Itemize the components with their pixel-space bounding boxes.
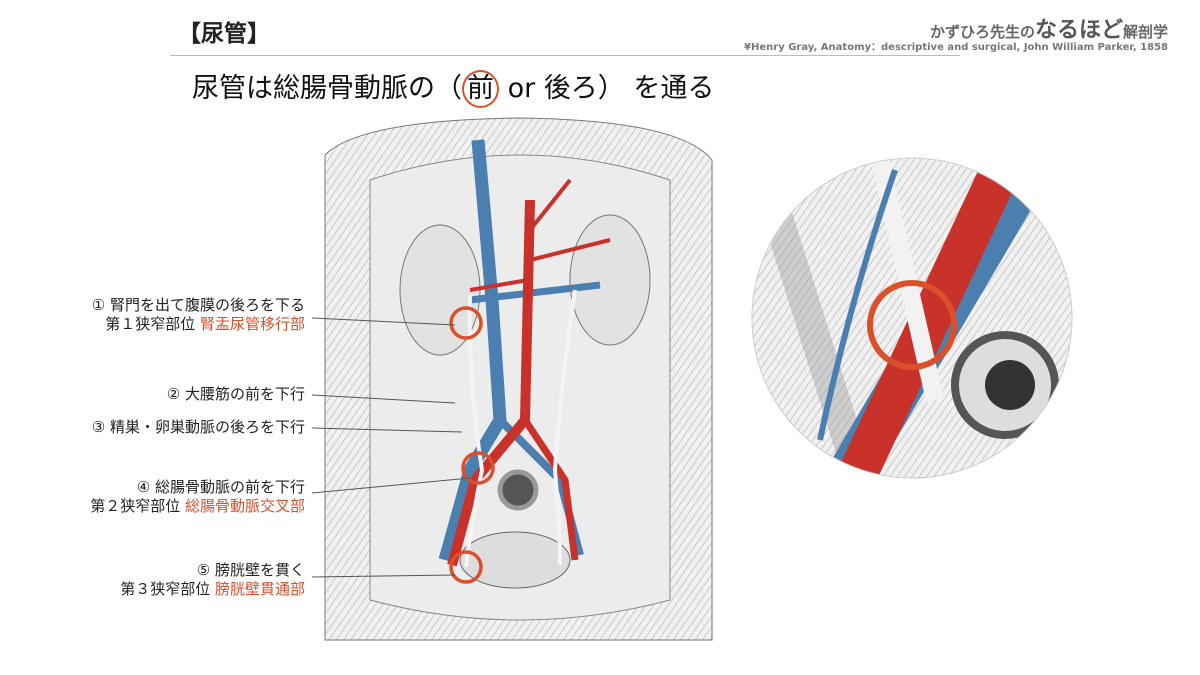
headline-part: 尿管は総腸骨動脈の（ <box>192 73 462 104</box>
label-1: ① 腎門を出て腹膜の後ろを下る第１狭窄部位 腎盂尿管移行部 <box>92 296 305 334</box>
brand-main: なるほど <box>1034 18 1123 43</box>
label-highlight: 腎盂尿管移行部 <box>199 315 305 333</box>
constriction-marker-3 <box>449 550 483 584</box>
constriction-marker-2 <box>461 451 495 485</box>
label-text: ① 腎門を出て腹膜の後ろを下る <box>91 296 305 314</box>
bladder <box>459 531 571 589</box>
label-text: ④ 総腸骨動脈の前を下行 <box>136 478 305 496</box>
label-3: ③ 精巣・卵巣動脈の後ろを下行 <box>92 418 305 437</box>
torso-drawing <box>324 117 713 641</box>
zoom-constriction-marker <box>867 280 957 370</box>
label-5: ⑤ 膀胱壁を貫く第３狭窄部位 膀胱壁貫通部 <box>120 561 305 599</box>
brand-logo: かずひろ先生のなるほど解剖学 <box>930 12 1168 44</box>
label-text: ⑤ 膀胱壁を貫く <box>196 561 305 579</box>
rectum <box>497 469 539 511</box>
headline: 尿管は総腸骨動脈の（前 or 後ろ） を通る <box>192 66 714 108</box>
title-divider <box>170 55 960 56</box>
ureter <box>871 158 944 403</box>
circled-answer: 前 <box>462 70 499 108</box>
aorta <box>447 199 535 567</box>
label-highlight: 総腸骨動脈交叉部 <box>184 497 305 515</box>
label-highlight: 膀胱壁貫通部 <box>214 580 305 598</box>
brand-suffix: 解剖学 <box>1122 23 1168 41</box>
brand-prefix: かずひろ先生の <box>929 23 1035 41</box>
section-title: 【尿管】 <box>178 21 270 47</box>
label-text: ③ 精巣・卵巣動脈の後ろを下行 <box>91 418 305 436</box>
common-iliac-artery <box>831 158 1029 478</box>
label-text: ② 大腰筋の前を下行 <box>166 385 305 403</box>
zoomed-detail <box>752 158 1072 478</box>
headline-part: or 後ろ） <box>499 73 625 104</box>
label-sub: 第１狭窄部位 <box>105 315 200 333</box>
headline-part: を通る <box>624 73 715 104</box>
image-credit: ¥Henry Gray, Anatomy：descriptive and sur… <box>744 42 1168 53</box>
label-4: ④ 総腸骨動脈の前を下行第２狭窄部位 総腸骨動脈交叉部 <box>90 478 305 516</box>
leader-lines <box>311 317 471 578</box>
label-2: ② 大腰筋の前を下行 <box>167 385 305 404</box>
constriction-marker-1 <box>449 306 483 340</box>
left-kidney <box>569 214 651 346</box>
label-sub: 第３狭窄部位 <box>120 580 215 598</box>
label-sub: 第２狭窄部位 <box>90 497 185 515</box>
